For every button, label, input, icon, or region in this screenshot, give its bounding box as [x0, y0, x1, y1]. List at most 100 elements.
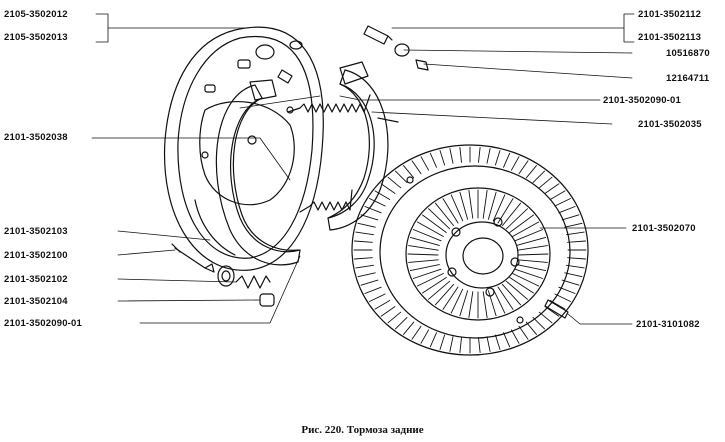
drum-rib: [505, 280, 528, 300]
drum-fin: [503, 332, 511, 348]
label-2101-3502100: 2101-3502100: [4, 250, 68, 261]
backing-plate: [163, 26, 324, 271]
drum-fin: [420, 156, 430, 171]
drum-fin: [538, 311, 553, 324]
label-2101-3502112: 2101-3502112: [638, 9, 702, 20]
label-2101-3502090-01-right: 2101-3502090-01: [603, 95, 682, 106]
drum-fin: [538, 176, 553, 189]
drum-rib: [482, 291, 488, 318]
drum-fin: [449, 148, 454, 164]
cylinder-pin: [363, 25, 393, 45]
drum-fin: [387, 311, 402, 324]
pin-2101-3502100: [171, 243, 215, 273]
drum-fin: [357, 272, 376, 278]
label-2101-3502104: 2101-3502104: [4, 296, 68, 307]
drum-rib: [517, 245, 548, 251]
drum-rib: [514, 268, 544, 279]
brake-drum: [351, 144, 589, 356]
label-2101-3502090-01-left: 2101-3502090-01: [4, 318, 83, 329]
drum-rib: [497, 198, 514, 224]
drum-fin: [355, 264, 374, 269]
drum-fin: [353, 240, 373, 243]
drum-fin: [380, 183, 396, 194]
drum-fin: [554, 293, 571, 302]
label-10516870: 10516870: [666, 48, 710, 59]
drum-rib: [450, 288, 464, 314]
drum-fin: [403, 165, 415, 179]
drum-fin: [394, 170, 408, 184]
spring-cup: [217, 265, 235, 287]
drum-rib: [482, 190, 488, 219]
drum-fin: [518, 160, 529, 175]
drum-fin: [369, 198, 386, 207]
drum-rib: [468, 190, 474, 219]
drum-fin: [429, 332, 437, 348]
drum-fin: [494, 150, 501, 166]
drum-rib: [517, 259, 548, 263]
drum-fin: [532, 170, 546, 184]
drum-fin: [459, 337, 462, 354]
drum-fin: [558, 286, 576, 294]
drum-fin: [403, 321, 415, 335]
drum-fin: [561, 279, 580, 286]
drum-rib: [514, 229, 544, 242]
label-2105-3502013: 2105-3502013: [4, 32, 68, 43]
drum-rib: [422, 277, 447, 294]
drum-fin: [554, 198, 571, 207]
drum-fin: [558, 206, 576, 214]
lower-spring: [299, 189, 353, 213]
drum-rib: [459, 290, 469, 317]
label-2101-3502070: 2101-3502070: [632, 223, 696, 234]
drum-fin: [486, 336, 491, 352]
washer: [259, 293, 275, 307]
drum-rib: [434, 283, 455, 306]
drum-fin: [411, 325, 422, 340]
drum-rib: [512, 221, 540, 237]
drum-fin: [439, 334, 446, 350]
drum-fin: [374, 300, 391, 310]
label-2101-3502035: 2101-3502035: [638, 119, 702, 130]
drum-rib: [459, 191, 469, 220]
drum-fin: [364, 206, 382, 214]
drum-fin: [360, 279, 379, 286]
upper-spring: [287, 94, 371, 113]
label-2101-3502113: 2101-3502113: [638, 32, 702, 43]
drum-fin: [478, 337, 481, 354]
drum-fin: [510, 329, 520, 344]
label-2101-3101082: 2101-3101082: [636, 319, 700, 330]
drum-rib: [509, 277, 534, 294]
wheel-stud: [544, 299, 569, 319]
drum-rib: [412, 229, 442, 242]
drum-fin: [355, 231, 374, 236]
drum-fin: [364, 286, 382, 294]
drum-rib: [468, 291, 474, 318]
drum-fin: [544, 306, 560, 317]
drum-rib: [434, 202, 455, 227]
label-12164711: 12164711: [666, 73, 710, 84]
drum-fin: [357, 222, 376, 228]
label-2101-3502103: 2101-3502103: [4, 226, 68, 237]
drum-rib: [416, 221, 444, 237]
drum-rib: [442, 198, 459, 224]
drum-fin: [503, 152, 511, 168]
drum-fins: [353, 146, 587, 354]
drum-rib: [409, 264, 440, 272]
drum-fin: [439, 150, 446, 166]
drum-fin: [518, 325, 529, 340]
drum-rib: [492, 288, 506, 314]
drum-rib: [501, 283, 522, 306]
hold-spring: [235, 275, 271, 289]
drum-fin: [567, 240, 587, 243]
drum-rib: [505, 208, 528, 230]
drum-rib: [428, 208, 451, 230]
drum-fin: [567, 257, 587, 260]
nut: [415, 59, 429, 71]
drum-fin: [411, 160, 422, 175]
drum-fin: [561, 214, 580, 221]
drum-fin: [353, 257, 373, 260]
drum-fin: [429, 152, 437, 168]
drum-fin: [380, 306, 396, 317]
drum-rib: [422, 214, 447, 233]
